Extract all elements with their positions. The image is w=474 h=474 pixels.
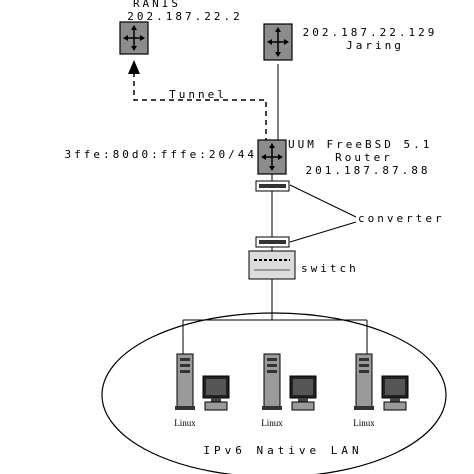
linux-server-icon-2 bbox=[262, 353, 282, 410]
uum-name-label: UUM FreeBSD 5.1 bbox=[288, 138, 432, 151]
converter-callout-1 bbox=[289, 184, 357, 218]
uum-role-label: Router bbox=[335, 151, 393, 164]
jaring-ip-label: 202.187.22.129 bbox=[303, 26, 438, 39]
lan-label: IPv6 Native LAN bbox=[203, 444, 362, 457]
tunnel-label: Tunnel bbox=[169, 88, 227, 101]
linux-server-icon-1 bbox=[175, 353, 195, 410]
switch-icon bbox=[248, 250, 296, 280]
jaring-router-icon bbox=[263, 23, 293, 61]
uum-ip-label: 201.187.87.88 bbox=[305, 164, 430, 177]
tunnel-arrow-head bbox=[128, 60, 140, 74]
host-label-1: Linux bbox=[174, 418, 196, 428]
host-label-2: Linux bbox=[261, 418, 283, 428]
converter-top-icon bbox=[255, 180, 290, 192]
ranis-name-label: RANIS bbox=[133, 0, 181, 10]
linux-server-icon-3 bbox=[354, 353, 374, 410]
monitor-icon-3 bbox=[381, 375, 409, 411]
tunnel-link bbox=[133, 72, 267, 140]
monitor-icon-2 bbox=[289, 375, 317, 411]
host-label-3: Linux bbox=[353, 418, 375, 428]
switch-label: switch bbox=[301, 262, 359, 275]
ranis-router-icon bbox=[119, 21, 149, 55]
uum-router-icon bbox=[257, 139, 287, 175]
ranis-ip-label: 202.187.22.2 bbox=[127, 10, 242, 23]
converter-label: converter bbox=[358, 212, 445, 225]
ipv6-prefix-label: 3ffe:80d0:fffe:20/44 bbox=[65, 148, 257, 161]
monitor-icon-1 bbox=[202, 375, 230, 411]
jaring-name-label: Jaring bbox=[346, 39, 404, 52]
converter-callout-2 bbox=[289, 221, 357, 243]
converter-bottom-icon bbox=[255, 236, 290, 248]
ipv6-lan-boundary bbox=[101, 312, 447, 474]
